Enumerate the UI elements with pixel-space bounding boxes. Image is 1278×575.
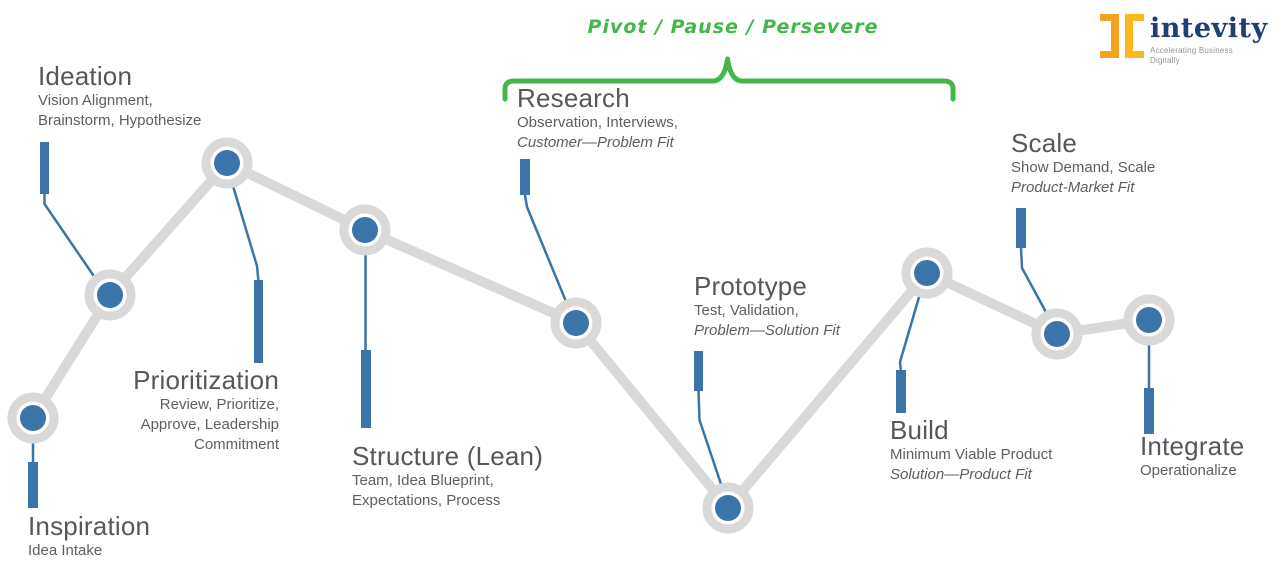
- stage-subtitle-line: Approve, Leadership: [140, 416, 279, 433]
- logo-name: intevity: [1150, 13, 1268, 44]
- stage-subtitle-line: Brainstorm, Hypothesize: [38, 112, 202, 129]
- stage-subtitle-line: Expectations, Process: [352, 492, 501, 509]
- stage-subtitle-line: Vision Alignment,: [38, 92, 153, 109]
- stage-build: Build Minimum Viable Product Solution—Pr…: [890, 416, 1052, 484]
- callout-line-ideation: [43, 190, 104, 290]
- callout-line-research: [523, 193, 574, 318]
- callout-bar-integrate: [1144, 388, 1154, 434]
- stage-structure: Structure (Lean) Team, Idea Blueprint, E…: [352, 442, 543, 510]
- callout-bar-scale: [1016, 208, 1026, 248]
- journey-nodes: [7, 137, 1175, 534]
- logo-tagline-line: Accelerating Business: [1150, 46, 1233, 55]
- stage-research: Research Observation, Interviews, Custom…: [517, 84, 678, 152]
- node-inspiration: [7, 392, 59, 444]
- logo-text: intevity Accelerating Business Digitally: [1150, 14, 1268, 66]
- stage-subtitle-line: Show Demand, Scale: [1011, 159, 1156, 176]
- stage-fit-line: Problem—Solution Fit: [694, 322, 840, 339]
- callout-bar-inspiration: [28, 462, 38, 508]
- stage-scale: Scale Show Demand, Scale Product-Market …: [1011, 129, 1155, 197]
- node-structure: [339, 204, 391, 256]
- stage-title-ideation: Ideation: [38, 61, 133, 91]
- callout-bar-structure: [361, 350, 371, 428]
- stage-subtitle-line: Test, Validation,: [694, 302, 799, 319]
- logo-tagline: Accelerating Business Digitally: [1150, 46, 1268, 66]
- stage-prototype: Prototype Test, Validation, Problem—Solu…: [694, 272, 840, 340]
- node-research: [550, 297, 602, 349]
- node-ideation: [84, 269, 136, 321]
- callout-line-build: [898, 285, 924, 374]
- intevity-logo: intevity Accelerating Business Digitally: [1100, 14, 1268, 66]
- stage-fit-line: Customer—Problem Fit: [517, 134, 674, 151]
- stage-fit-line: Product-Market Fit: [1011, 179, 1135, 196]
- stage-ideation: Ideation Vision Alignment, Brainstorm, H…: [38, 62, 201, 130]
- node-prioritization: [201, 137, 253, 189]
- callout-line-scale: [1019, 246, 1055, 327]
- callout-bar-build: [896, 370, 906, 413]
- callout-bar-ideation: [40, 142, 49, 194]
- stage-subtitle-line: Observation, Interviews,: [517, 114, 678, 131]
- bracket-left-icon: [1100, 14, 1119, 58]
- bracket-right-icon: [1125, 14, 1144, 58]
- stage-title-scale: Scale: [1011, 128, 1078, 158]
- stage-inspiration: Inspiration Idea Intake: [28, 512, 150, 560]
- callout-bar-prototype: [694, 351, 703, 391]
- stage-integrate: Integrate Operationalize: [1140, 432, 1244, 480]
- stage-subtitle-line: Minimum Viable Product: [890, 446, 1053, 463]
- pivot-bracket: [502, 56, 956, 102]
- stage-subtitle-line: Commitment: [193, 436, 279, 453]
- stage-subtitle-line: Idea Intake: [28, 542, 103, 559]
- node-prototype: [702, 482, 754, 534]
- stage-fit-line: Solution—Product Fit: [890, 466, 1032, 483]
- callout-bar-prioritization: [254, 280, 263, 363]
- intevity-brackets-icon: [1100, 14, 1144, 58]
- logo-tagline-line: Digitally: [1150, 56, 1180, 65]
- stage-title-prototype: Prototype: [694, 271, 808, 301]
- stage-title-build: Build: [890, 415, 949, 445]
- stage-subtitle-line: Operationalize: [1140, 462, 1237, 479]
- stage-prioritization: Prioritization Review, Prioritize, Appro…: [133, 366, 279, 454]
- callout-bar-research: [520, 159, 530, 195]
- pivot-pause-persevere-label: Pivot / Pause / Persevere: [587, 16, 879, 38]
- stage-title-prioritization: Prioritization: [133, 365, 279, 395]
- stage-title-integrate: Integrate: [1140, 431, 1245, 461]
- node-build: [901, 247, 953, 299]
- stage-subtitle-line: Review, Prioritize,: [159, 396, 279, 413]
- stage-title-research: Research: [517, 83, 630, 113]
- node-integrate: [1123, 294, 1175, 346]
- stage-title-structure: Structure (Lean): [352, 441, 544, 471]
- node-scale: [1031, 308, 1083, 360]
- stage-subtitle-line: Team, Idea Blueprint,: [352, 472, 494, 489]
- callouts: [28, 142, 1154, 508]
- callout-line-prioritization: [228, 174, 260, 284]
- callout-line-prototype: [697, 389, 727, 498]
- stage-title-inspiration: Inspiration: [28, 511, 151, 541]
